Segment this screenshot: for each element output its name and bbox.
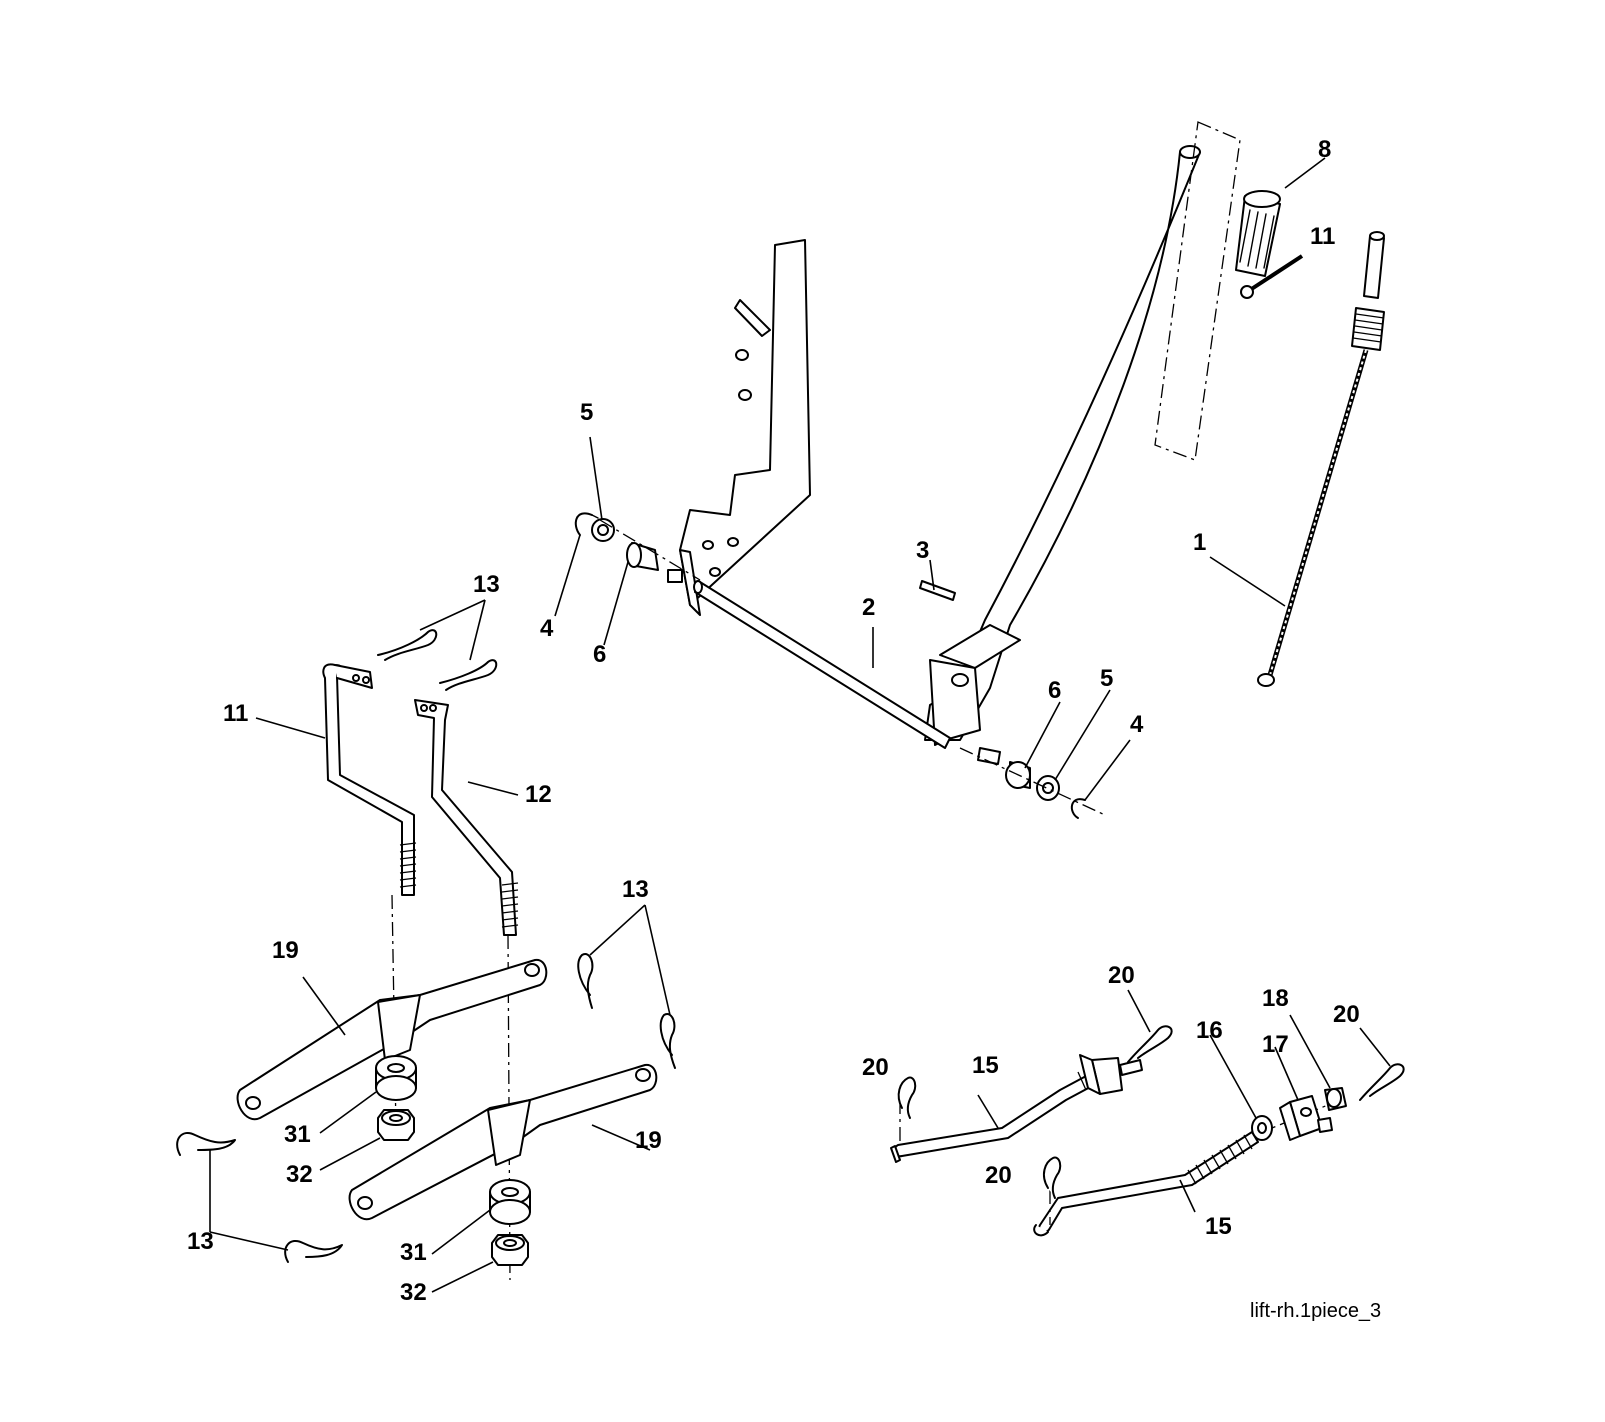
adjust-rod-upper [890,1054,1143,1163]
hairpin-20-d [1359,1063,1405,1101]
hairpin-13-upper-b [439,659,498,691]
nut-18 [1324,1087,1347,1111]
nut-32-upper [377,1109,415,1141]
trunnion-block-17 [1279,1095,1333,1141]
callout-20-a: 20 [1108,962,1135,989]
mounting-plate [679,239,811,616]
lift-arm-lower [348,1063,658,1221]
lift-link-11 [322,663,417,896]
hairpin-20-a [1127,1025,1173,1063]
callout-17: 17 [1262,1031,1289,1058]
hairpin-20-c [1042,1156,1062,1199]
callout-13-mid: 13 [622,876,649,903]
callout-6-right: 6 [1048,677,1061,704]
lift-handle [924,145,1201,746]
callout-1: 1 [1193,529,1206,556]
callout-19-lower: 19 [635,1127,662,1154]
callout-20-d: 20 [1333,1001,1360,1028]
roll-pin [919,580,956,601]
callout-15-upper: 15 [972,1052,999,1079]
callout-19-upper: 19 [272,937,299,964]
callout-13-bottom: 13 [187,1228,214,1255]
callout-labels: 8 11 1 3 2 5 4 6 6 5 4 13 11 12 13 19 19… [187,136,1360,1306]
callout-7: 8 [1318,136,1331,163]
callout-31-upper: 31 [284,1121,311,1148]
washer-right [1036,775,1060,801]
callout-2: 2 [862,594,875,621]
callout-32-upper: 32 [286,1161,313,1188]
bushing-left [626,542,659,571]
nut-32-lower [491,1234,529,1266]
clip-left [574,512,599,536]
callout-32-lower: 32 [400,1279,427,1306]
callout-11: 11 [223,700,248,727]
hairpin-13-upper-a [377,629,438,661]
callout-15-lower: 15 [1205,1213,1232,1240]
lift-arm-upper [236,958,548,1121]
callout-8: 11 [1310,223,1335,250]
callout-4-left: 4 [540,615,554,642]
callout-5-left: 5 [580,399,593,426]
adjust-rod-lower [1033,1131,1259,1237]
hairpin-13-mid-a [577,953,594,1009]
callout-20-b: 20 [862,1054,889,1081]
hairpin-20-b [897,1076,917,1119]
cross-shaft [667,569,951,749]
callout-31-lower: 31 [400,1239,427,1266]
callout-6-left: 6 [593,641,606,668]
grip-pin [1240,254,1304,299]
callout-18: 18 [1262,985,1289,1012]
clip-right [1070,798,1086,819]
callout-12: 12 [525,781,552,808]
handle-grip [1235,190,1281,277]
callout-13-top: 13 [473,571,500,598]
lift-link-12 [414,699,519,936]
lift-rod-spring [1257,231,1385,687]
callout-4-right: 4 [1130,711,1144,738]
hairpin-13-lower-b [284,1240,343,1263]
handle-dashed-outline [1154,121,1241,461]
spacer-31-upper [375,1055,417,1101]
callout-5-right: 5 [1100,665,1113,692]
nut-16 [1251,1115,1273,1141]
hairpin-13-lower-a [176,1132,236,1156]
callout-16: 16 [1196,1017,1223,1044]
drawing-reference: lift-rh.1piece_3 [1250,1300,1381,1322]
callout-3: 3 [916,537,929,564]
hairpin-13-mid-b [659,1013,676,1069]
callout-20-c: 20 [985,1162,1012,1189]
leader-lines [209,157,1391,1293]
spacer-31-lower [489,1179,531,1225]
